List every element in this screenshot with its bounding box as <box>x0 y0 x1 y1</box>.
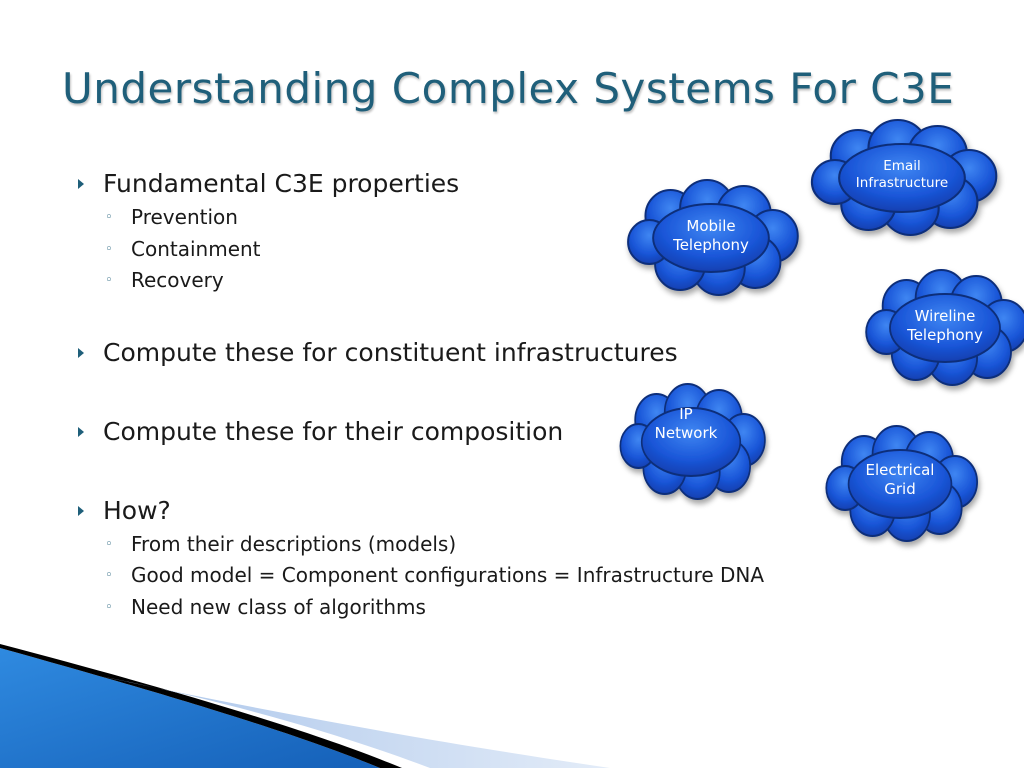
cloud-label-line: Mobile <box>686 217 736 235</box>
cloud-label-line: IP <box>679 405 693 423</box>
cloud-label-line: Electrical <box>865 461 935 479</box>
triangle-right-icon <box>78 426 84 437</box>
cloud-email-infrastructure: Email Infrastructure <box>810 118 998 237</box>
sub-bullet-text: From their descriptions (models) <box>131 531 457 556</box>
sub-bullet-text: Prevention <box>131 205 238 229</box>
hollow-circle-icon: ◦ <box>105 273 113 288</box>
cloud-label-line: Email <box>883 158 921 174</box>
bullet-text: How? <box>103 495 171 525</box>
bullet-constituent-infrastructures: Compute these for constituent infrastruc… <box>78 335 878 371</box>
triangle-right-icon <box>78 505 84 516</box>
triangle-right-icon <box>78 347 84 358</box>
sub-bullet-containment: ◦ Containment <box>78 234 878 266</box>
cloud-label-line: Grid <box>884 480 916 498</box>
cloud-label: Mobile Telephony <box>630 217 792 255</box>
cloud-label-line: Infrastructure <box>855 175 949 191</box>
cloud-label: Wireline Telephony <box>868 307 1022 345</box>
sub-bullet-prevention: ◦ Prevention <box>78 202 878 234</box>
cloud-mobile-telephony: Mobile Telephony <box>627 179 799 296</box>
bullet-text: Compute these for constituent infrastruc… <box>103 337 678 367</box>
cloud-ip-network: IP Network <box>619 383 766 500</box>
sub-bullet-descriptions: ◦ From their descriptions (models) <box>78 529 878 561</box>
cloud-label-line: Network <box>654 424 718 442</box>
sub-bullet-text: Containment <box>131 236 261 261</box>
hollow-circle-icon: ◦ <box>105 568 113 583</box>
sub-bullet-recovery: ◦ Recovery <box>78 265 878 297</box>
cloud-label-line: Telephony <box>907 326 983 344</box>
cloud-label-line: Wireline <box>914 307 976 325</box>
triangle-right-icon <box>78 179 84 189</box>
cloud-label: IP Network <box>622 405 750 443</box>
footer-swoosh <box>0 644 610 768</box>
hollow-circle-icon: ◦ <box>105 210 113 225</box>
hollow-circle-icon: ◦ <box>105 599 113 615</box>
slide-title: Understanding Complex Systems For C3E <box>62 64 955 113</box>
bullet-list: Fundamental C3E properties ◦ Prevention … <box>78 166 878 623</box>
cloud-label: Electrical Grid <box>828 461 972 499</box>
bullet-text: Compute these for their composition <box>103 416 564 446</box>
cloud-electrical-grid: Electrical Grid <box>825 425 979 542</box>
sub-bullet-good-model: ◦ Good model = Component configurations … <box>78 560 878 592</box>
hollow-circle-icon: ◦ <box>105 536 113 552</box>
bullet-fundamental-properties: Fundamental C3E properties <box>78 166 878 202</box>
bullet-composition: Compute these for their composition <box>78 414 878 450</box>
bullet-text: Fundamental C3E properties <box>103 169 460 198</box>
footer-blue-wedge <box>0 648 380 768</box>
footer-black-stripe <box>0 644 402 768</box>
bullet-how: How? <box>78 493 878 529</box>
sub-bullet-text: Good model = Component configurations = … <box>131 563 765 587</box>
cloud-wireline-telephony: Wireline Telephony <box>865 269 1024 386</box>
sub-bullet-text: Recovery <box>131 268 224 292</box>
sub-bullet-text: Need new class of algorithms <box>131 594 426 619</box>
cloud-label-line: Telephony <box>673 236 749 254</box>
sub-bullet-algorithms: ◦ Need new class of algorithms <box>78 592 878 624</box>
hollow-circle-icon: ◦ <box>105 241 113 257</box>
cloud-label: Email Infrastructure <box>814 158 990 192</box>
